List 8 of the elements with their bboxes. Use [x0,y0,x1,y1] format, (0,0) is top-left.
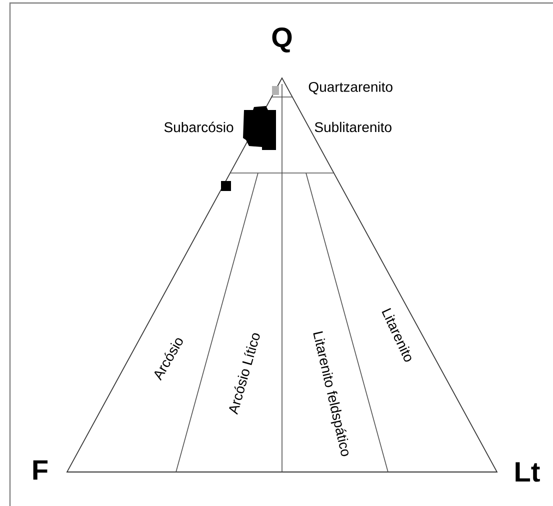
vertex-label: Q [272,27,292,53]
field-label: Quartzarenito [308,82,392,94]
field-label: Subarcósio [164,122,234,132]
vertex-label: F [33,460,48,480]
field-label: Litarenito feldspático [313,331,348,456]
field-label: Arcósio Lítico [229,333,260,415]
vertex-label: Lt [516,462,540,482]
field-label: Sublitarenito [314,122,392,132]
